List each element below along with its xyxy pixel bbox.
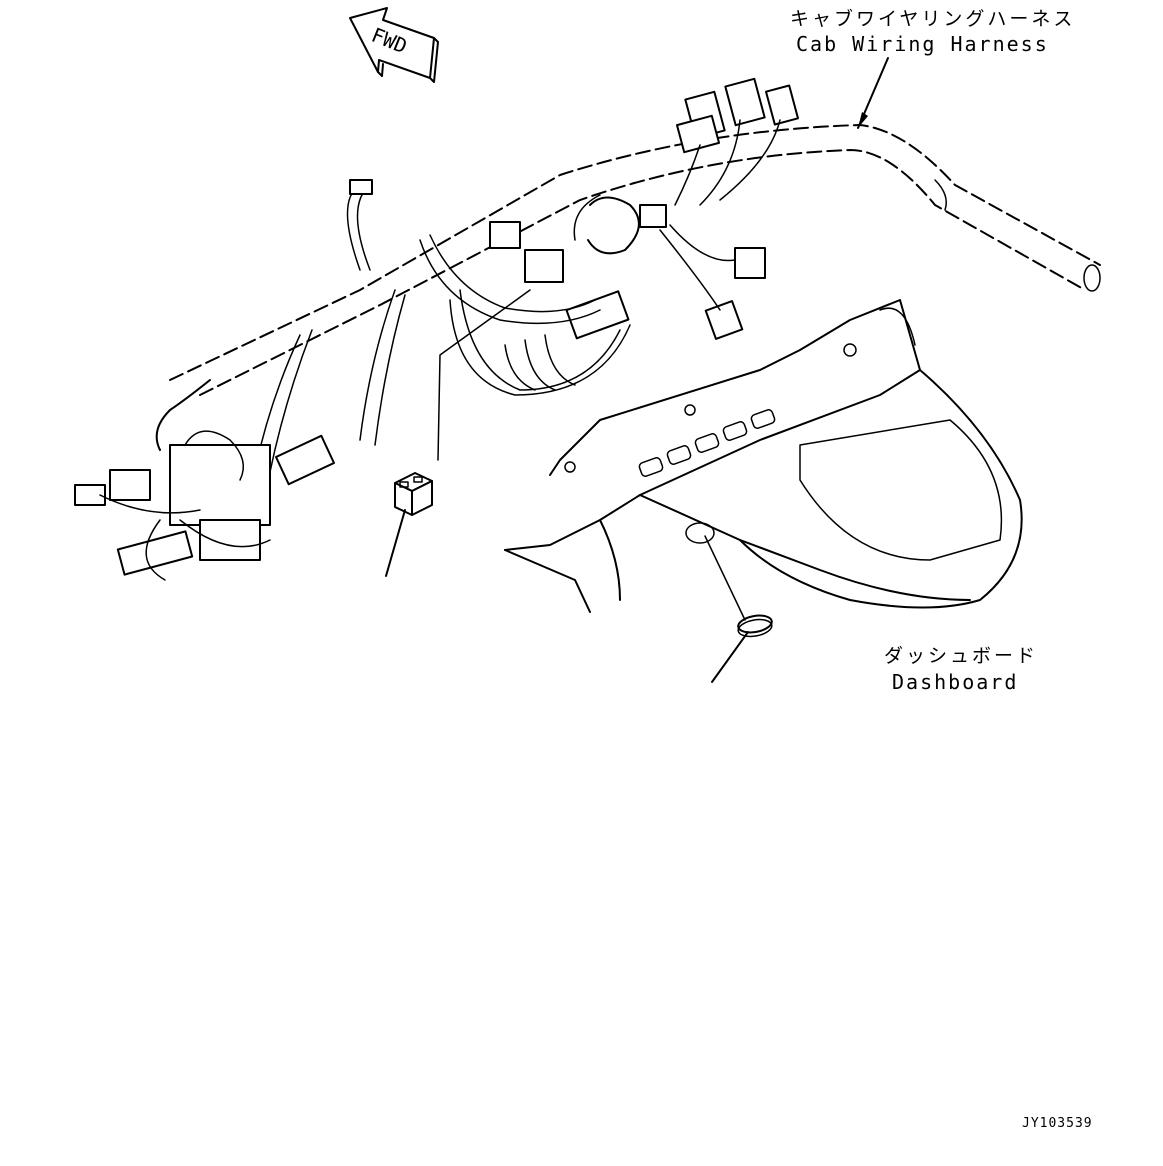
fwd-arrow-icon: FWD: [349, 7, 439, 83]
relay-leader: [385, 509, 406, 577]
plug-part: [737, 614, 773, 638]
dashboard-label-en: Dashboard: [892, 670, 1019, 694]
cab-wiring-harness: [74, 77, 1101, 581]
plug-leader: [704, 535, 746, 621]
dashboard: [504, 299, 1023, 613]
cab-harness-label-en: Cab Wiring Harness: [796, 32, 1049, 56]
cab-harness-label-jp: キャブワイヤリングハーネス: [790, 8, 1076, 30]
drawing-id: JY103539: [1022, 1116, 1093, 1131]
dashboard-label-jp: ダッシュボード: [884, 645, 1039, 667]
cab-harness-arrowhead: [858, 112, 868, 128]
relay-part: [394, 472, 433, 516]
plug-leader-lower: [711, 631, 749, 683]
